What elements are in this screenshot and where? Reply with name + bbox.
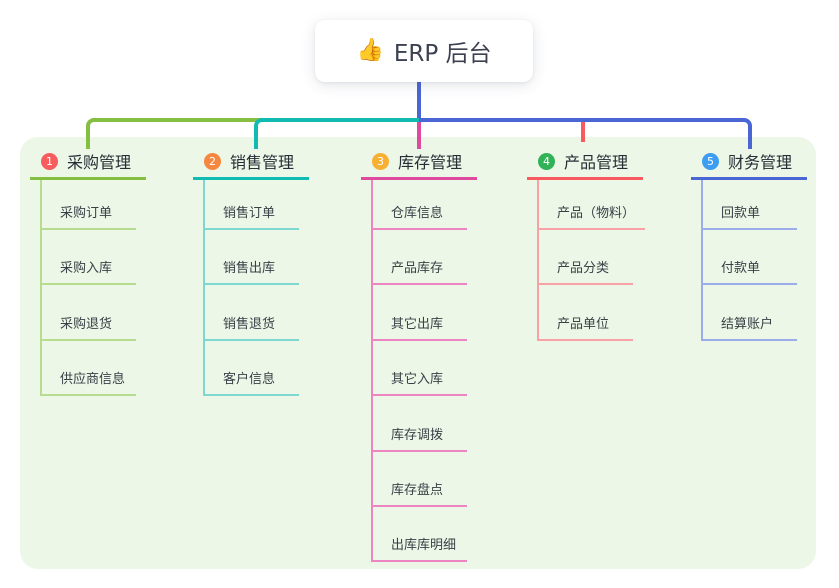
child-label: 出库库明细 (391, 538, 457, 554)
child-node[interactable]: 采购订单 (40, 180, 136, 230)
branch-connector-sales (254, 118, 419, 149)
child-node[interactable]: 产品分类 (537, 230, 633, 286)
child-node[interactable]: 供应商信息 (40, 340, 136, 397)
child-label: 产品分类 (557, 261, 610, 277)
root-connector-line (417, 82, 421, 119)
branch-connector-inventory (417, 122, 421, 149)
branch: 3 库存管理 仓库信息 产品库存 其它出库 其它入库 库存调拨 库存盘点 出库库… (361, 147, 477, 563)
branch-node[interactable]: 2 销售管理 (193, 147, 309, 180)
child-label: 供应商信息 (60, 372, 126, 388)
child-label: 结算账户 (721, 316, 774, 332)
child-label: 采购退货 (60, 316, 113, 332)
child-label: 产品库存 (391, 261, 444, 277)
child-label: 采购入库 (60, 261, 113, 277)
child-node[interactable]: 库存盘点 (371, 451, 467, 507)
root-node[interactable]: 👍 ERP 后台 (315, 20, 533, 82)
child-label: 产品（物料） (557, 206, 636, 221)
branch-number-badge: 1 (41, 152, 58, 170)
child-node[interactable]: 产品单位 (537, 285, 633, 341)
child-node[interactable]: 回款单 (701, 180, 797, 230)
child-label: 采购订单 (60, 206, 113, 221)
child-node[interactable]: 产品（物料） (537, 180, 646, 230)
branch: 1 采购管理 采购订单 采购入库 采购退货 供应商信息 (30, 147, 146, 397)
child-node[interactable]: 客户信息 (203, 340, 299, 397)
child-node[interactable]: 销售订单 (203, 180, 299, 230)
branch: 2 销售管理 销售订单 销售出库 销售退货 客户信息 (193, 147, 309, 397)
branch-number-badge: 3 (372, 152, 389, 170)
branch-title: 产品管理 (564, 153, 629, 172)
child-label: 库存盘点 (391, 482, 444, 498)
branch-children: 产品（物料） 产品分类 产品单位 (537, 180, 646, 341)
child-node[interactable]: 库存调拨 (371, 396, 467, 452)
child-label: 客户信息 (223, 372, 276, 388)
child-node[interactable]: 其它入库 (371, 340, 467, 397)
branch-children: 采购订单 采购入库 采购退货 供应商信息 (40, 180, 136, 397)
branch-title: 财务管理 (728, 153, 793, 172)
thumbs-up-icon: 👍 (356, 38, 384, 63)
branch-connector-finance (419, 118, 752, 149)
child-label: 库存调拨 (391, 427, 444, 443)
branch-node[interactable]: 1 采购管理 (30, 147, 146, 180)
branch: 4 产品管理 产品（物料） 产品分类 产品单位 (527, 147, 646, 341)
branch-children: 销售订单 销售出库 销售退货 客户信息 (203, 180, 299, 397)
branch-number-badge: 2 (204, 152, 221, 170)
branch-children: 回款单 付款单 结算账户 (701, 180, 797, 341)
branch-node[interactable]: 4 产品管理 (527, 147, 643, 180)
child-node[interactable]: 采购退货 (40, 285, 136, 341)
branch-title: 销售管理 (230, 153, 295, 172)
child-label: 仓库信息 (391, 206, 444, 221)
child-label: 销售退货 (223, 316, 276, 332)
branch: 5 财务管理 回款单 付款单 结算账户 (691, 147, 807, 341)
branch-connector-product (581, 122, 585, 142)
child-label: 其它出库 (391, 316, 444, 332)
child-label: 销售出库 (223, 261, 276, 277)
child-label: 产品单位 (557, 316, 610, 332)
branch-number-badge: 5 (702, 152, 719, 170)
child-node[interactable]: 销售退货 (203, 285, 299, 341)
child-label: 回款单 (721, 206, 761, 221)
branch-title: 采购管理 (67, 153, 132, 172)
child-node[interactable]: 出库库明细 (371, 506, 467, 563)
root-label: ERP 后台 (393, 41, 492, 67)
branch-connector-purchase (86, 118, 419, 149)
child-node[interactable]: 付款单 (701, 230, 797, 286)
child-label: 付款单 (721, 261, 761, 277)
child-node[interactable]: 采购入库 (40, 230, 136, 286)
child-node[interactable]: 结算账户 (701, 285, 797, 341)
child-node[interactable]: 仓库信息 (371, 180, 467, 230)
child-node[interactable]: 产品库存 (371, 230, 467, 286)
child-label: 其它入库 (391, 372, 444, 388)
child-node[interactable]: 其它出库 (371, 285, 467, 341)
branch-node[interactable]: 5 财务管理 (691, 147, 807, 180)
branch-title: 库存管理 (398, 153, 463, 172)
child-label: 销售订单 (223, 206, 276, 221)
child-node[interactable]: 销售出库 (203, 230, 299, 286)
branch-number-badge: 4 (538, 152, 555, 170)
branch-node[interactable]: 3 库存管理 (361, 147, 477, 180)
branch-children: 仓库信息 产品库存 其它出库 其它入库 库存调拨 库存盘点 出库库明细 (371, 180, 467, 563)
branches-panel (20, 137, 816, 569)
